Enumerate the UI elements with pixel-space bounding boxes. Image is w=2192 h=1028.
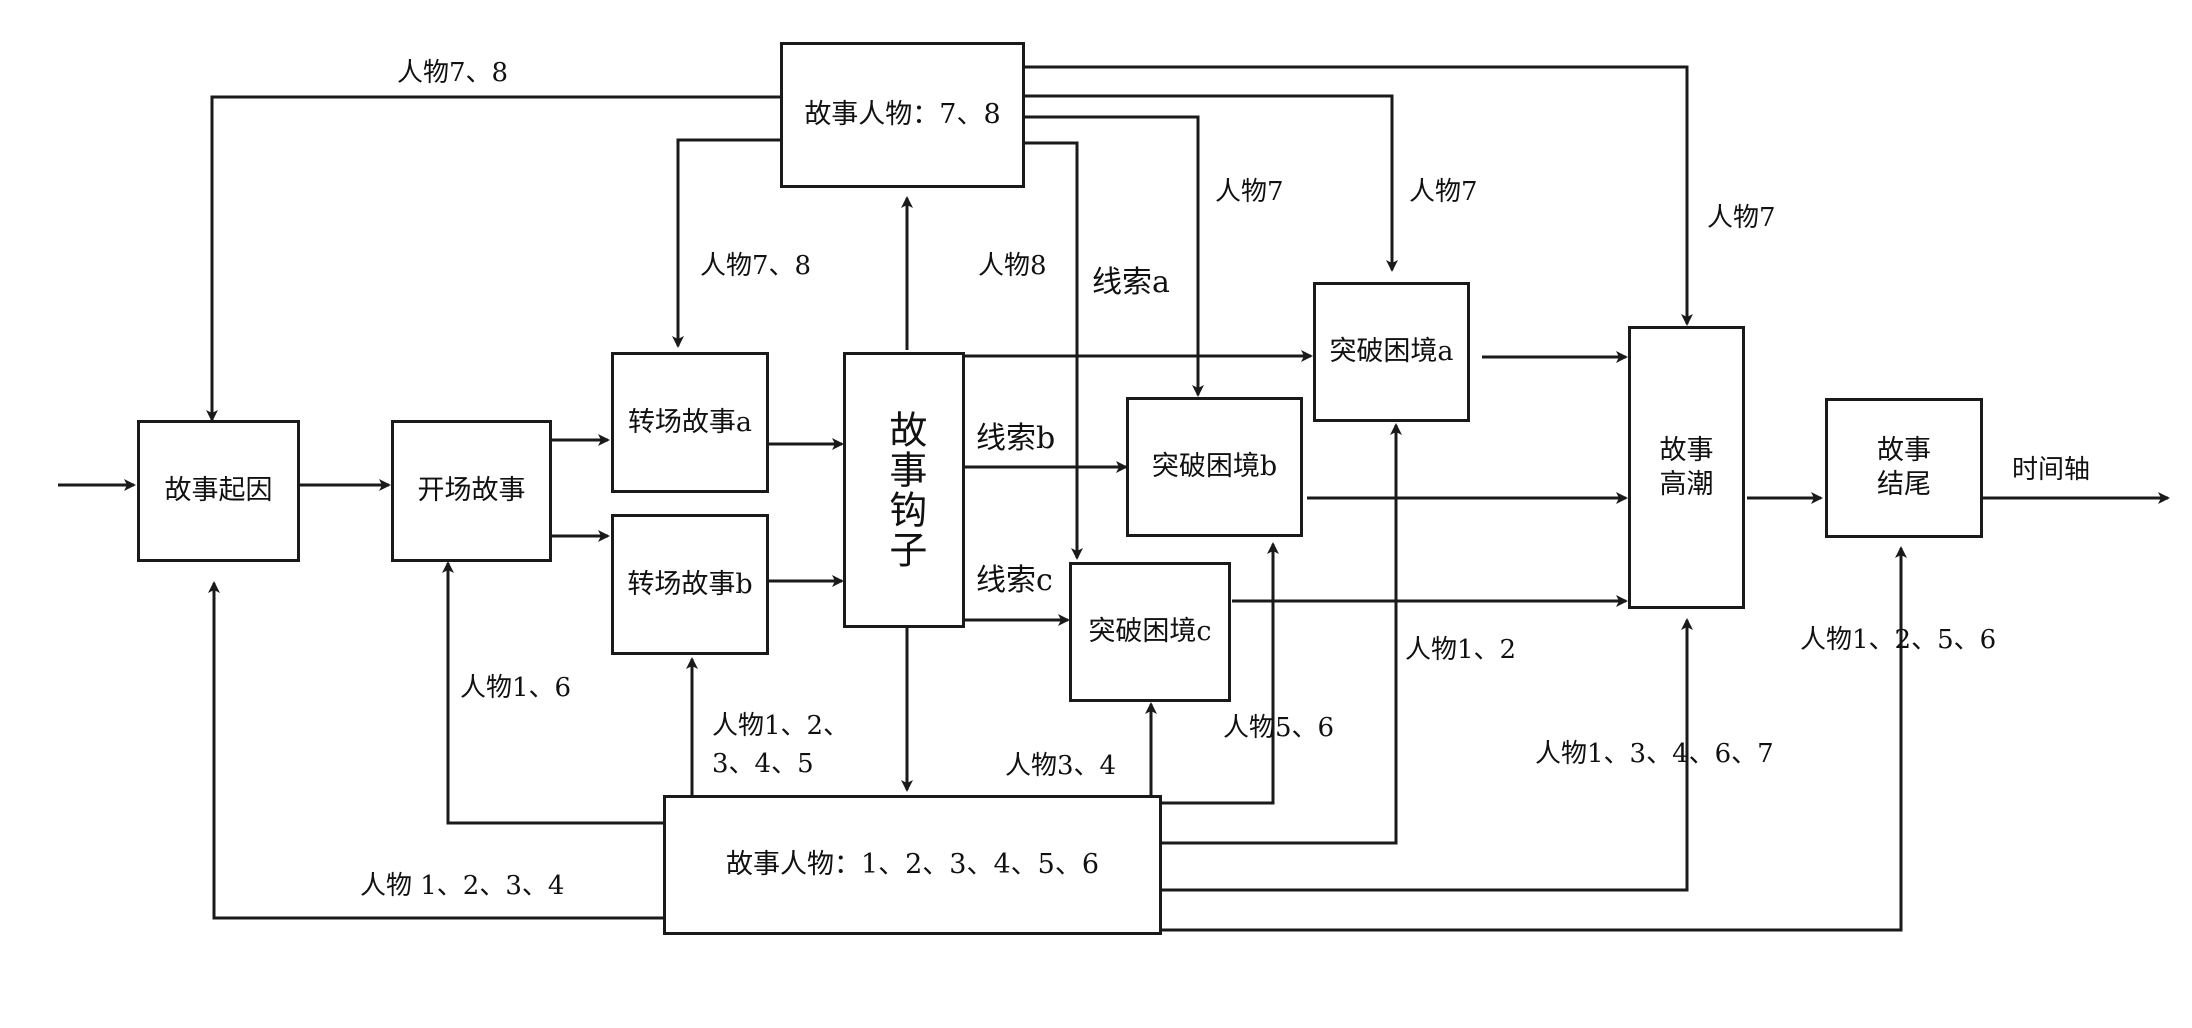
node-breakthrough-b-label: 突破困境b bbox=[1151, 451, 1278, 483]
node-breakthrough-b: 突破困境b bbox=[1126, 397, 1303, 537]
label-to-breakthrough-b-56: 人物5、6 bbox=[1223, 713, 1335, 743]
label-to-cause-1234: 人物 1、2、3、4 bbox=[360, 871, 565, 901]
label-to-opening: 人物1、6 bbox=[460, 673, 572, 703]
arrow-78-to-breakthrough-b bbox=[1025, 115, 1204, 397]
node-opening-label: 开场故事 bbox=[417, 475, 526, 507]
node-climax-label-1: 故事 bbox=[1659, 434, 1714, 466]
label-clue-b: 线索b bbox=[976, 421, 1056, 456]
label-to-climax-7: 人物7 bbox=[1707, 203, 1776, 233]
node-climax: 故事高潮 bbox=[1628, 326, 1745, 609]
node-ending: 故事结尾 bbox=[1825, 398, 1983, 538]
node-ending-label-1: 故事 bbox=[1877, 435, 1931, 467]
node-hook: 故事钩子 bbox=[843, 352, 965, 628]
node-characters-78: 故事人物：7、8 bbox=[780, 42, 1025, 188]
label-to-transition-b-line2: 3、4、5 bbox=[712, 749, 814, 779]
arrow-16-to-cause bbox=[208, 581, 663, 920]
node-cause-label: 故事起因 bbox=[164, 475, 273, 507]
label-to-breakthrough-c: 人物8 bbox=[978, 251, 1047, 281]
label-top-left: 人物7、8 bbox=[397, 58, 509, 88]
node-characters-78-label: 故事人物：7、8 bbox=[804, 99, 1001, 131]
node-transition-b-label: 转场故事b bbox=[627, 568, 753, 600]
label-to-breakthrough-b-7: 人物7 bbox=[1215, 177, 1284, 207]
node-characters-16: 故事人物：1、2、3、4、5、6 bbox=[663, 795, 1162, 935]
label-to-breakthrough-a-12: 人物1、2 bbox=[1405, 635, 1517, 665]
label-clue-a: 线索a bbox=[1092, 265, 1170, 300]
node-transition-a-label: 转场故事a bbox=[627, 406, 753, 438]
node-characters-16-label: 故事人物：1、2、3、4、5、6 bbox=[725, 849, 1100, 881]
label-to-transition-b-line1: 人物1、2、 bbox=[712, 711, 850, 741]
label-to-ending-1256: 人物1、2、5、6 bbox=[1800, 625, 1997, 655]
arrow-16-to-ending bbox=[1162, 546, 1907, 932]
node-hook-label: 故事钩子 bbox=[882, 410, 927, 570]
arrow-78-to-breakthrough-c bbox=[1025, 141, 1083, 560]
node-transition-b: 转场故事b bbox=[611, 514, 769, 655]
label-to-climax-13467: 人物1、3、4、6、7 bbox=[1535, 739, 1774, 769]
arrow-16-to-breakthrough-b bbox=[1162, 542, 1279, 805]
arrow-78-to-cause bbox=[206, 95, 780, 422]
node-breakthrough-a-label: 突破困境a bbox=[1329, 336, 1454, 368]
node-cause: 故事起因 bbox=[137, 420, 300, 562]
node-transition-a: 转场故事a bbox=[611, 352, 769, 493]
node-opening: 开场故事 bbox=[391, 420, 552, 562]
arrow-78-to-transition-a bbox=[672, 138, 780, 348]
label-timeline: 时间轴 bbox=[2012, 455, 2091, 485]
label-to-transition-a: 人物7、8 bbox=[700, 251, 812, 281]
arrow-78-to-climax bbox=[1025, 65, 1693, 326]
arrow-78-to-breakthrough-a bbox=[1025, 94, 1398, 272]
node-breakthrough-c: 突破困境c bbox=[1069, 562, 1231, 702]
node-climax-label-2: 高潮 bbox=[1659, 468, 1714, 500]
arrow-16-to-opening bbox=[442, 561, 663, 825]
label-clue-c: 线索c bbox=[976, 563, 1053, 598]
node-breakthrough-c-label: 突破困境c bbox=[1088, 616, 1212, 648]
node-ending-label-2: 结尾 bbox=[1877, 469, 1931, 500]
node-breakthrough-a: 突破困境a bbox=[1313, 282, 1470, 422]
label-to-breakthrough-c-34: 人物3、4 bbox=[1005, 751, 1117, 781]
label-to-breakthrough-a-7: 人物7 bbox=[1409, 177, 1478, 207]
arrow-16-to-breakthrough-a bbox=[1162, 423, 1402, 845]
arrow-16-to-climax bbox=[1162, 618, 1693, 892]
